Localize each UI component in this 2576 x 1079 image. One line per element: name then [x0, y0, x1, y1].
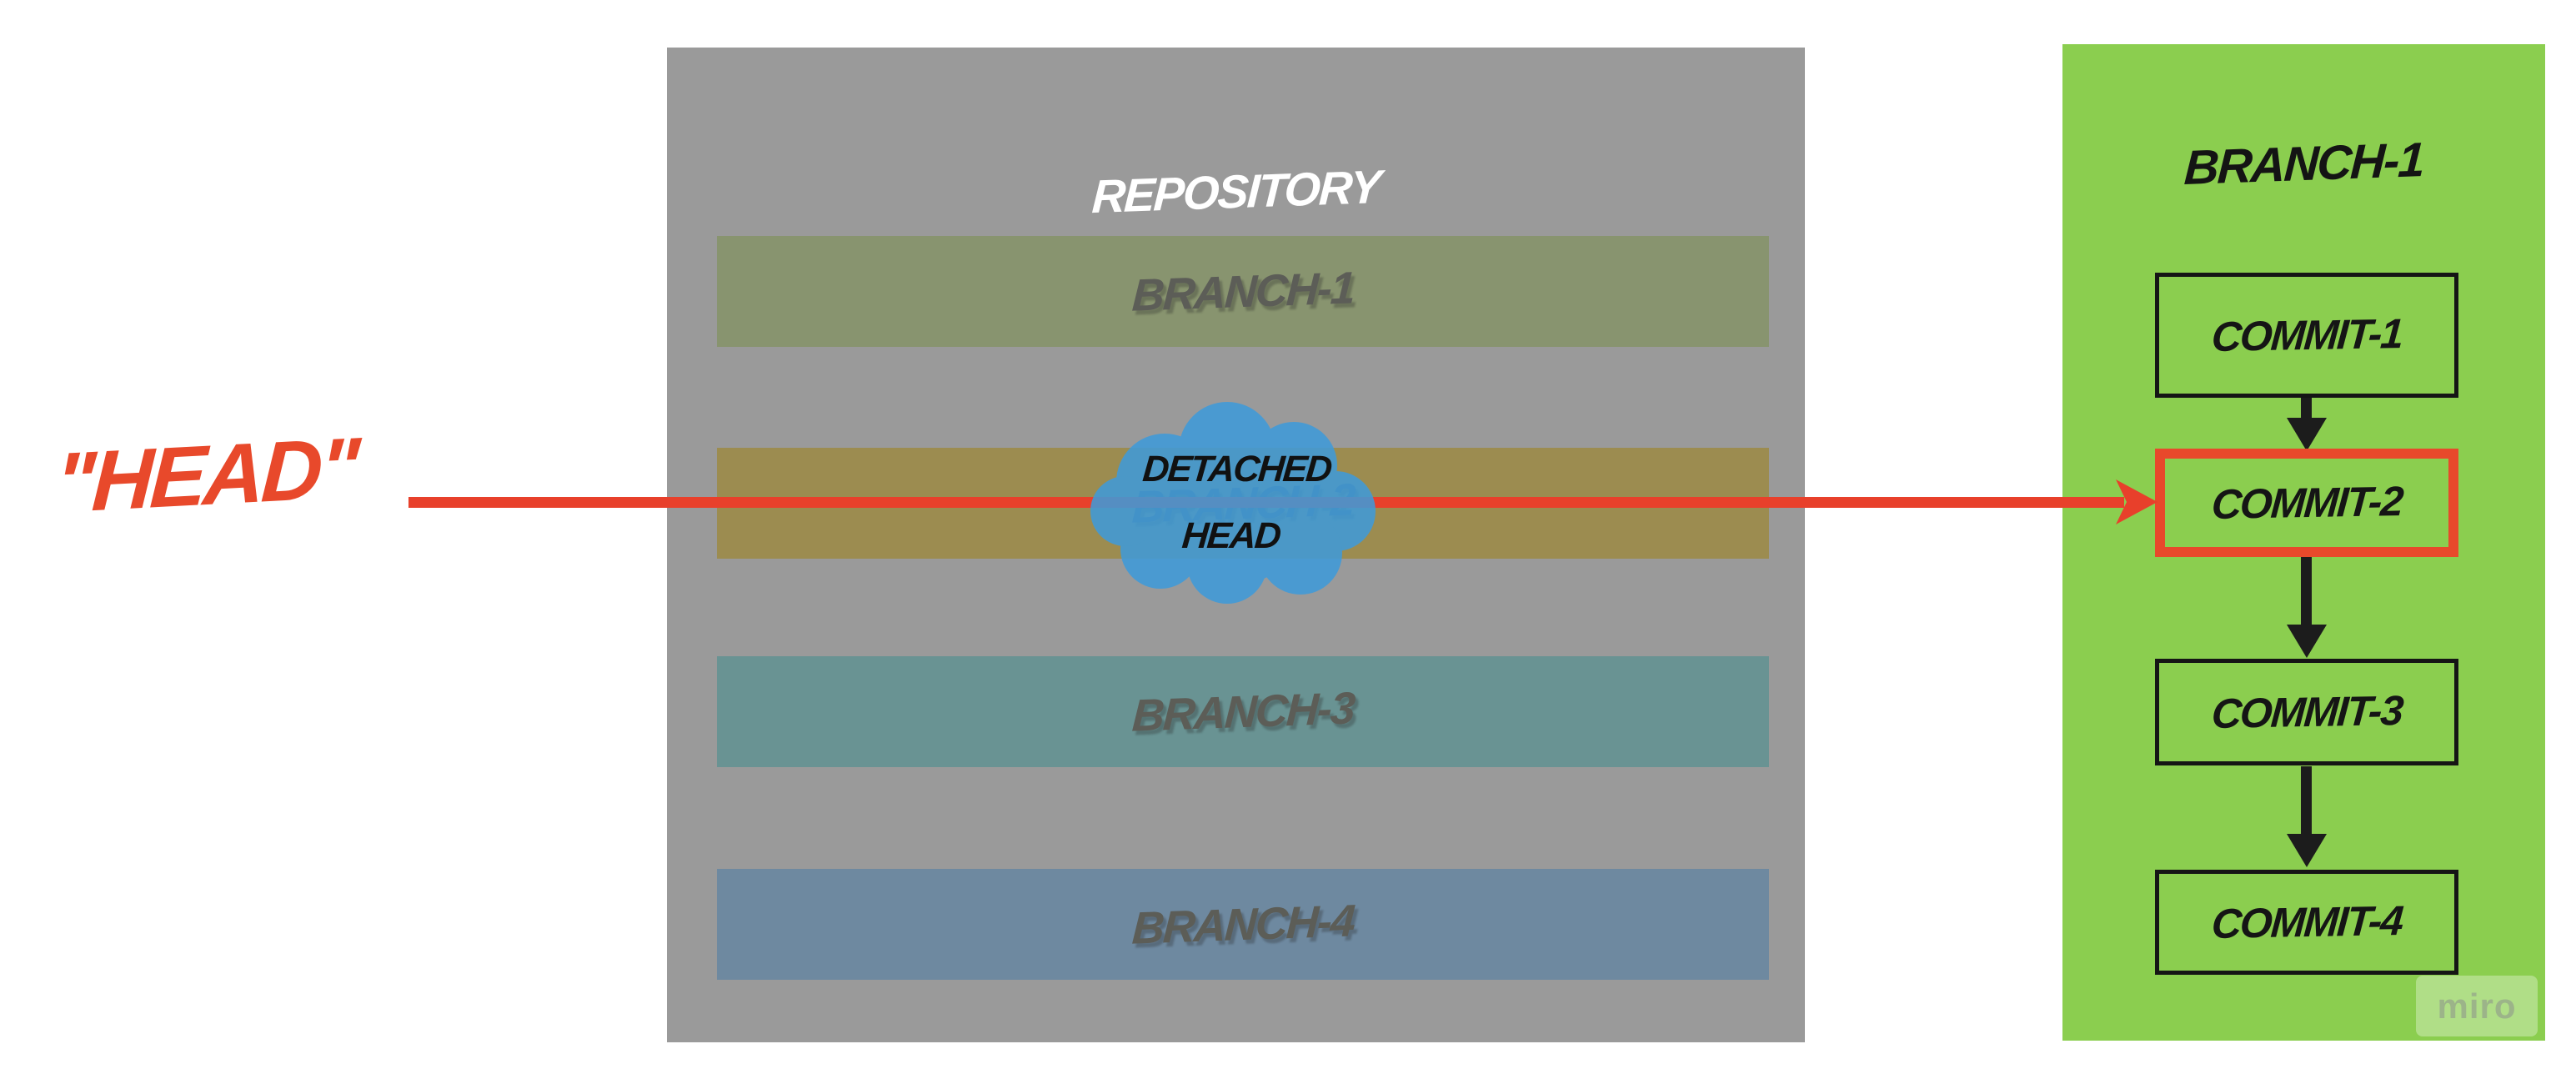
- commit-arrow-stem: [2301, 557, 2312, 627]
- commit-1-box: COMMIT-1: [2155, 273, 2458, 398]
- head-pointer-arrowhead-icon: [2116, 479, 2158, 524]
- detached-head-cloud: DETACHED HEAD: [1085, 399, 1382, 607]
- arrow-down-icon: [2287, 834, 2327, 867]
- commit-2-label: COMMIT-2: [2209, 477, 2404, 529]
- branch-bar-3: BRANCH-3: [717, 656, 1769, 767]
- commit-arrow-stem: [2301, 766, 2312, 836]
- branch-bar-1: BRANCH-1: [717, 236, 1769, 347]
- arrow-down-icon: [2287, 625, 2327, 658]
- branch-1-panel: BRANCH-1 COMMIT-1 COMMIT-2 COMMIT-3 COMM…: [2062, 44, 2545, 1041]
- commit-2-box-highlighted: COMMIT-2: [2155, 449, 2458, 557]
- arrow-down-icon: [2287, 418, 2327, 451]
- commit-arrow-stem: [2301, 398, 2312, 421]
- detached-head-text: DETACHED HEAD: [1076, 399, 1391, 607]
- repository-title: REPOSITORY: [1090, 159, 1381, 223]
- miro-watermark-label: miro: [2437, 986, 2517, 1026]
- miro-watermark: miro: [2416, 976, 2538, 1036]
- commit-3-box: COMMIT-3: [2155, 659, 2458, 765]
- branch-bar-1-label: BRANCH-1: [1130, 262, 1356, 321]
- commit-4-box: COMMIT-4: [2155, 870, 2458, 975]
- cloud-icon: [1090, 402, 1376, 604]
- branch-1-panel-title: BRANCH-1: [2183, 132, 2425, 196]
- commit-1-label: COMMIT-1: [2209, 309, 2404, 361]
- detached-head-line2: HEAD: [1180, 515, 1282, 556]
- branch-bar-4: BRANCH-4: [717, 869, 1769, 980]
- commit-3-label: COMMIT-3: [2209, 686, 2404, 738]
- commit-4-label: COMMIT-4: [2209, 896, 2404, 948]
- branch-bar-3-label: BRANCH-3: [1130, 682, 1356, 741]
- head-pointer-label: "HEAD": [53, 419, 359, 531]
- branch-bar-4-label: BRANCH-4: [1130, 895, 1356, 954]
- detached-head-line1: DETACHED: [1140, 449, 1333, 489]
